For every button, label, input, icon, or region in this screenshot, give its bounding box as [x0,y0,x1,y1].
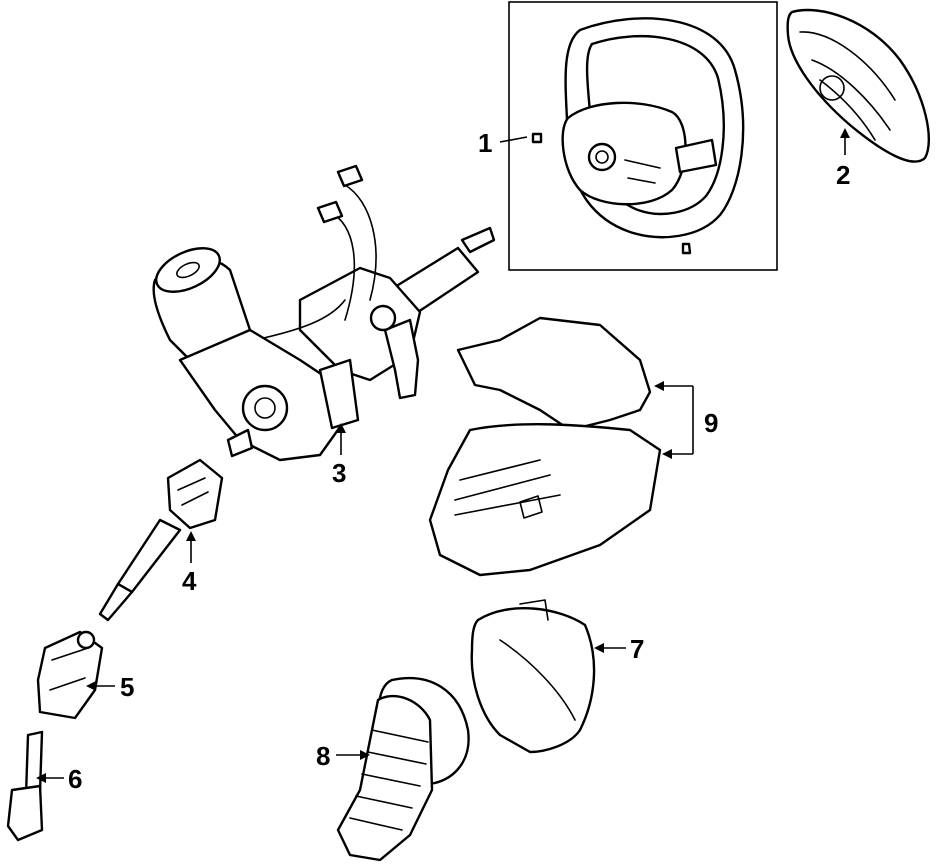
universal-joint [36,630,104,720]
steering-column-assembly [152,164,496,462]
callout-5: 5 [120,672,134,702]
air-bag-module [786,8,931,163]
dust-boot [470,599,596,754]
steering-wheel [531,17,745,255]
callout-4: 4 [182,566,197,596]
callout-7: 7 [630,634,644,664]
callout-9: 9 [704,408,718,438]
lower-shaft [6,730,44,842]
callout-1: 1 [478,128,492,158]
callout-8: 8 [316,741,330,771]
callout-3: 3 [332,458,346,488]
lower-boot [336,676,470,862]
column-cover [428,316,662,577]
steering-wheel-inset-box [508,1,778,271]
callout-6: 6 [68,764,82,794]
intermediate-shaft [98,458,224,622]
callout-2: 2 [836,160,850,190]
